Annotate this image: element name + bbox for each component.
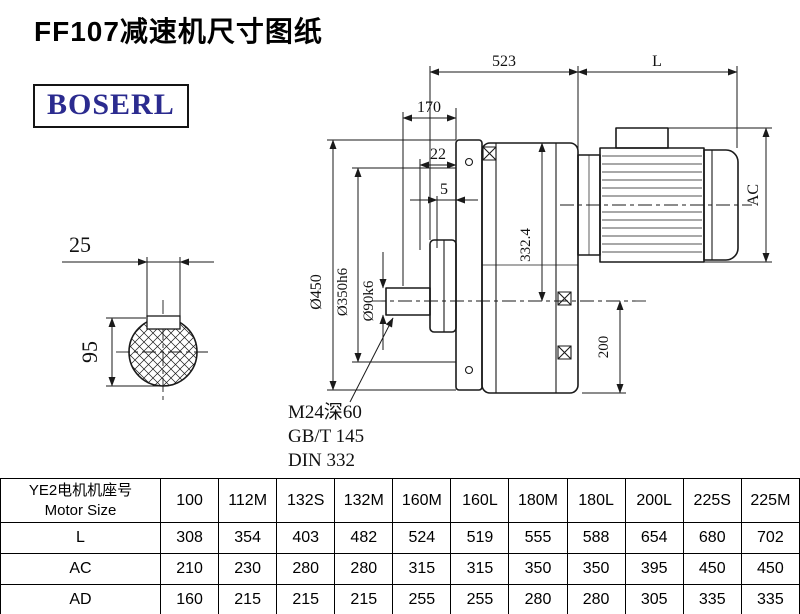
table-cell: 450	[682, 553, 742, 585]
table-col-header: 180M	[508, 478, 568, 523]
table-cell: 280	[566, 584, 626, 614]
note-thread: M24深60	[288, 401, 362, 423]
table-col-header: 225M	[740, 478, 800, 523]
table-cell: 335	[682, 584, 742, 614]
table-cell: 280	[276, 553, 336, 585]
table-col-header: 100	[159, 478, 220, 523]
page-title: FF107减速机尺寸图纸	[34, 16, 323, 47]
row-label: AD	[0, 584, 161, 614]
table-cell: 350	[566, 553, 626, 585]
table-cell: 354	[218, 522, 278, 554]
dim-flange-diameter: Ø450	[308, 274, 325, 310]
table-cell: 215	[334, 584, 394, 614]
table-col-header: 132M	[334, 478, 394, 523]
motor-outline	[577, 127, 739, 263]
gearbox-outline	[385, 139, 579, 394]
reducer-dimension-drawing: 523 L 170 22 5 AC Ø450 Ø350h6 Ø90k6	[62, 53, 772, 471]
dim-170: 170	[417, 99, 441, 116]
dimension-lines: 523 L 170 22 5 AC Ø450 Ø350h6 Ø90k6	[62, 53, 772, 471]
bolt-marker-icon	[482, 146, 497, 161]
dim-22: 22	[430, 146, 446, 163]
table-cell: 210	[159, 553, 220, 585]
table-cell: 308	[159, 522, 220, 554]
table-cell: 702	[740, 522, 800, 554]
dim-total-length: 523	[492, 53, 516, 70]
dim-motor-length: L	[652, 53, 662, 70]
dim-key-height: 95	[77, 341, 102, 363]
table-col-header: 225S	[682, 478, 742, 523]
table-cell: 654	[624, 522, 684, 554]
table-row-AD: AD 160 215 215 215 255 255 280 280 305 3…	[0, 584, 800, 614]
dim-spigot-diameter: Ø350h6	[335, 267, 351, 316]
table-cell: 450	[740, 553, 800, 585]
table-cell: 160	[159, 584, 220, 614]
brand-logo-text: BOSERL	[47, 88, 175, 121]
motor-header-cn: YE2电机机座号	[28, 481, 133, 499]
dim-AC: AC	[745, 184, 762, 206]
table-col-header: 132S	[276, 478, 336, 523]
table-col-header: 160L	[450, 478, 510, 523]
table-cell: 519	[450, 522, 510, 554]
table-cell: 524	[392, 522, 452, 554]
table-cell: 280	[508, 584, 568, 614]
table-cell: 215	[218, 584, 278, 614]
motor-fins	[602, 155, 702, 253]
bolt-marker-icon	[557, 345, 572, 360]
note-standard-din: DIN 332	[288, 450, 355, 471]
table-cell: 395	[624, 553, 684, 585]
keyway	[146, 315, 181, 330]
table-header-row: YE2电机机座号 Motor Size 100 112M 132S 132M 1…	[0, 478, 800, 523]
table-row-AC: AC 210 230 280 280 315 315 350 350 395 4…	[0, 553, 800, 585]
brand-logo: BOSERL	[33, 84, 189, 128]
table-col-header: 160M	[392, 478, 452, 523]
motor-header-en: Motor Size	[44, 501, 117, 519]
dim-shaft-diameter: Ø90k6	[361, 280, 377, 321]
table-corner-cell: YE2电机机座号 Motor Size	[0, 478, 161, 523]
dim-200: 200	[596, 336, 612, 359]
table-cell: 305	[624, 584, 684, 614]
center-lines	[116, 204, 752, 400]
table-cell: 680	[682, 522, 742, 554]
fan-cowl	[703, 149, 739, 261]
table-cell: 350	[508, 553, 568, 585]
table-cell: 335	[740, 584, 800, 614]
shaft-section-detail	[128, 315, 198, 387]
table-cell: 280	[334, 553, 394, 585]
table-cell: 230	[218, 553, 278, 585]
table-cell: 315	[450, 553, 510, 585]
row-label: AC	[0, 553, 161, 585]
table-cell: 255	[392, 584, 452, 614]
table-cell: 555	[508, 522, 568, 554]
table-cell: 255	[450, 584, 510, 614]
dim-key-width: 25	[69, 232, 91, 257]
table-col-header: 180L	[566, 478, 626, 523]
note-standard-gbt: GB/T 145	[288, 426, 364, 447]
motor-size-table: YE2电机机座号 Motor Size 100 112M 132S 132M 1…	[0, 478, 800, 614]
table-cell: 482	[334, 522, 394, 554]
table-cell: 315	[392, 553, 452, 585]
table-row-L: L 308 354 403 482 524 519 555 588 654 68…	[0, 522, 800, 554]
table-col-header: 112M	[218, 478, 278, 523]
bolt-marker-icon	[557, 291, 572, 306]
dim-5: 5	[440, 181, 448, 198]
table-col-header: 200L	[624, 478, 684, 523]
table-cell: 588	[566, 522, 626, 554]
row-label: L	[0, 522, 161, 554]
table-cell: 215	[276, 584, 336, 614]
table-cell: 403	[276, 522, 336, 554]
dim-center-height: 332.4	[518, 228, 534, 262]
terminal-box	[615, 127, 669, 149]
